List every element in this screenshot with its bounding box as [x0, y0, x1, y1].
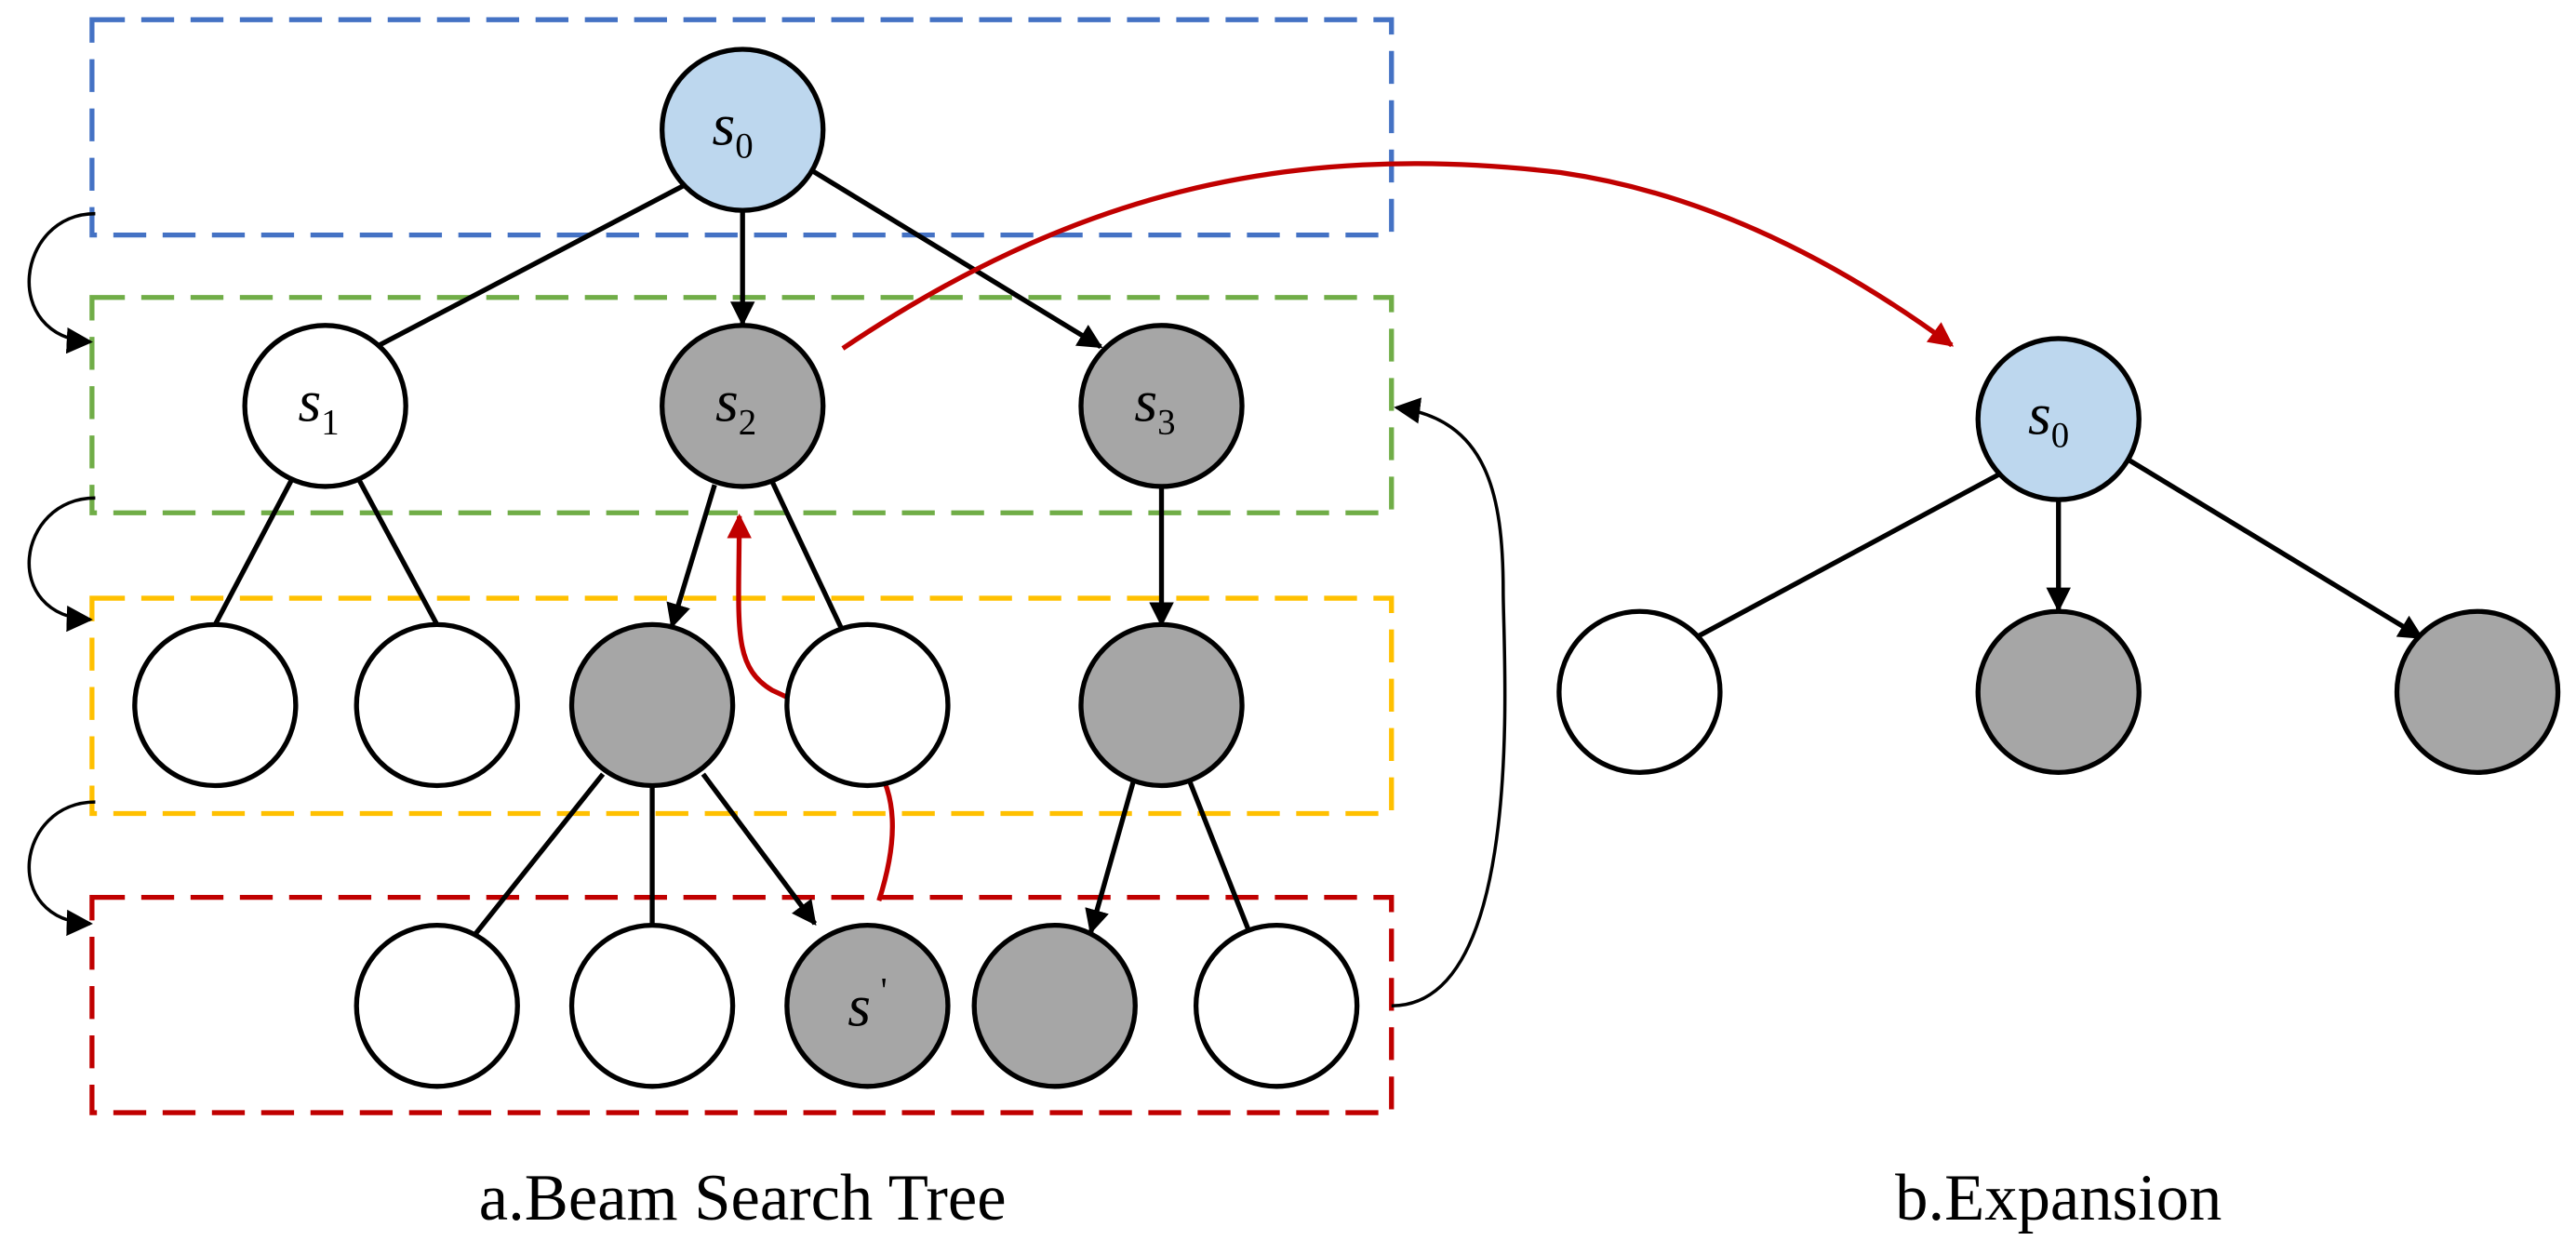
edge-s0-s1 — [375, 183, 685, 350]
edge-c5-d5 — [1187, 780, 1251, 931]
node-level3-5 — [1193, 923, 1360, 1089]
level-0-box — [89, 17, 1395, 238]
node-s3-label: s3 — [1134, 367, 1175, 442]
level-2-to-3-arrow — [27, 800, 96, 937]
edge-s2-c4 — [769, 480, 844, 630]
node-level2-4 — [784, 621, 951, 789]
edge-c5-d4 — [1085, 780, 1137, 935]
expansion-root-node — [1975, 336, 2142, 502]
node-s-prime — [784, 923, 951, 1089]
edge-s1-c2 — [355, 476, 440, 626]
expansion-child-2 — [1975, 608, 2142, 776]
expansion-edge-right — [2128, 458, 2424, 640]
edge-c3-sprime — [701, 772, 818, 927]
level-2-box — [89, 595, 1395, 817]
level-0-to-1-arrow — [27, 211, 96, 354]
return-to-level-1-arrow — [1391, 397, 1507, 1007]
node-s-prime-label: s' — [848, 971, 887, 1039]
level-1-to-2-arrow — [27, 496, 96, 633]
node-s3 — [1078, 323, 1245, 489]
edge-s1-c1 — [212, 476, 295, 626]
node-level3-4 — [971, 923, 1138, 1089]
expansion-child-1 — [1556, 608, 1723, 776]
node-s2-label: s2 — [715, 367, 756, 442]
node-s2 — [660, 323, 826, 489]
caption-expansion: b.Expansion — [1895, 1162, 2222, 1234]
caption-beam-search-tree: a.Beam Search Tree — [479, 1162, 1007, 1234]
node-level3-2 — [568, 923, 736, 1089]
expansion-child-3 — [2394, 608, 2561, 776]
node-level3-1 — [354, 923, 520, 1089]
expansion-red-arrow — [841, 161, 1955, 351]
node-level2-2 — [354, 621, 520, 789]
node-s1 — [242, 323, 408, 489]
node-s1-label: s1 — [299, 367, 340, 442]
node-s0-label: s0 — [713, 91, 754, 166]
node-level2-1 — [132, 621, 299, 789]
edge-s0-s3 — [800, 162, 1103, 350]
expansion-edge-left — [1694, 471, 2003, 640]
expansion-root-label: s0 — [2028, 380, 2069, 455]
node-level2-5 — [1078, 621, 1245, 789]
node-s0 — [660, 47, 826, 213]
edge-c3-d1 — [471, 772, 606, 939]
edge-s2-c3 — [666, 484, 717, 629]
node-level2-3 — [568, 621, 736, 789]
